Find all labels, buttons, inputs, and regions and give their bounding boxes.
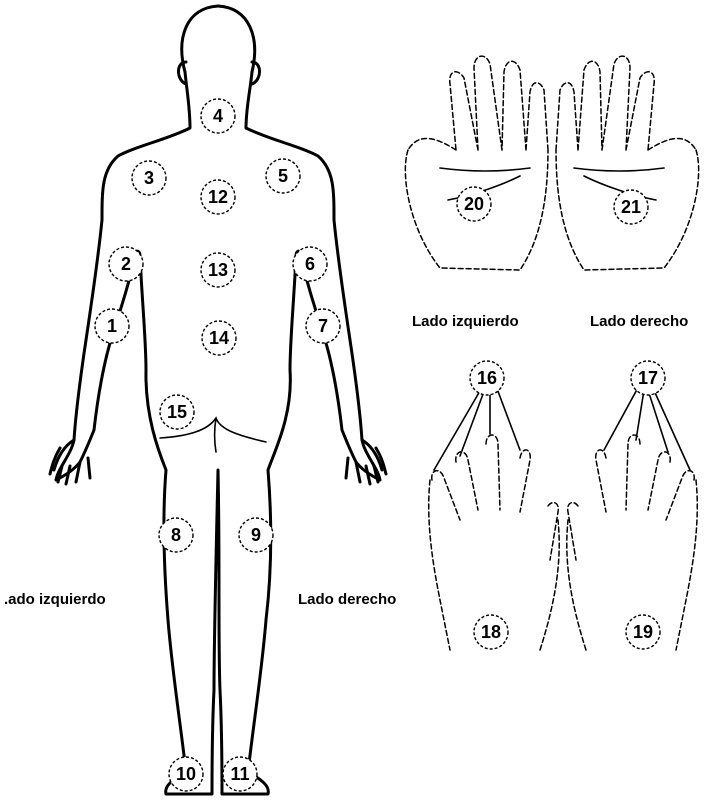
marker-13: 13 (201, 253, 235, 287)
leader-lines-16 (434, 384, 520, 470)
marker-8: 8 (159, 518, 193, 552)
svg-text:17: 17 (638, 368, 658, 388)
marker-21: 21 (614, 190, 648, 224)
svg-text:13: 13 (208, 260, 228, 280)
svg-text:14: 14 (209, 328, 229, 348)
svg-text:8: 8 (171, 525, 181, 545)
marker-2: 2 (109, 247, 143, 281)
marker-18: 18 (474, 615, 508, 649)
svg-text:2: 2 (121, 254, 131, 274)
marker-10: 10 (169, 757, 203, 791)
label-body-right: Lado derecho (298, 591, 396, 608)
backs-right-hand (567, 384, 697, 650)
palms-right-hand (556, 56, 699, 270)
svg-text:9: 9 (251, 525, 261, 545)
svg-text:20: 20 (464, 194, 484, 214)
marker-16: 16 (470, 361, 504, 395)
marker-19: 19 (626, 615, 660, 649)
marker-6: 6 (293, 247, 327, 281)
label-palms-right: Lado derecho (590, 313, 688, 330)
marker-12: 12 (201, 180, 235, 214)
marker-7: 7 (306, 309, 340, 343)
svg-text:16: 16 (477, 368, 497, 388)
svg-text:7: 7 (318, 316, 328, 336)
backs-left-hand (429, 384, 559, 650)
marker-9: 9 (239, 518, 273, 552)
svg-text:1: 1 (107, 316, 117, 336)
svg-text:19: 19 (633, 622, 653, 642)
marker-5: 5 (266, 159, 300, 193)
leader-lines-17 (604, 384, 690, 470)
svg-text:4: 4 (213, 106, 223, 126)
marker-17: 17 (631, 361, 665, 395)
svg-text:15: 15 (167, 402, 187, 422)
marker-14: 14 (202, 321, 236, 355)
label-body-left: .ado izquierdo (4, 591, 106, 608)
marker-3: 3 (132, 161, 166, 195)
svg-text:18: 18 (481, 622, 501, 642)
label-palms-left: Lado izquierdo (412, 313, 519, 330)
palms-left-hand (405, 56, 548, 270)
marker-1: 1 (95, 309, 129, 343)
svg-text:10: 10 (176, 764, 196, 784)
svg-text:6: 6 (305, 254, 315, 274)
svg-text:3: 3 (144, 168, 154, 188)
svg-text:21: 21 (621, 197, 641, 217)
marker-20: 20 (457, 187, 491, 221)
svg-text:5: 5 (278, 166, 288, 186)
svg-text:12: 12 (208, 187, 228, 207)
marker-4: 4 (201, 99, 235, 133)
marker-11: 11 (223, 757, 257, 791)
marker-15: 15 (160, 395, 194, 429)
svg-text:11: 11 (230, 764, 249, 784)
